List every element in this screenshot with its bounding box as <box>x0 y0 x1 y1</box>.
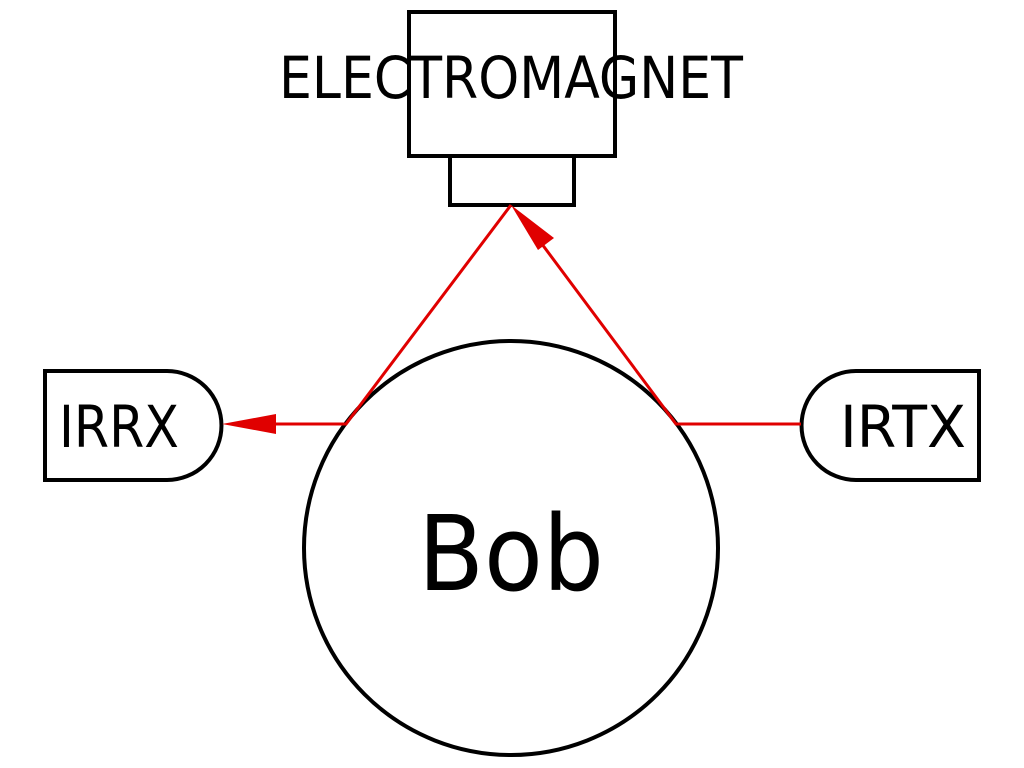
irrx-outline <box>43 369 224 482</box>
electromagnet-mount <box>448 154 576 207</box>
electromagnet-label: ELECTROMAGNET <box>279 44 744 112</box>
irtx-label: IRTX <box>840 393 966 461</box>
irtx-node[interactable]: IRTX <box>799 369 981 482</box>
connectors <box>222 204 801 434</box>
connector-receive-arrowhead <box>222 414 276 434</box>
bob-label: Bob <box>418 493 604 615</box>
connector-transmit-path <box>528 227 801 426</box>
electromagnet-node[interactable]: ELECTROMAGNET <box>279 10 744 207</box>
irrx-node[interactable]: IRRX <box>43 369 224 482</box>
bob-outline <box>302 339 720 757</box>
connector-transmit-arrowhead <box>511 205 554 250</box>
bob-node[interactable]: Bob <box>302 339 720 757</box>
irtx-outline <box>799 369 981 482</box>
irrx-label: IRRX <box>59 393 179 461</box>
